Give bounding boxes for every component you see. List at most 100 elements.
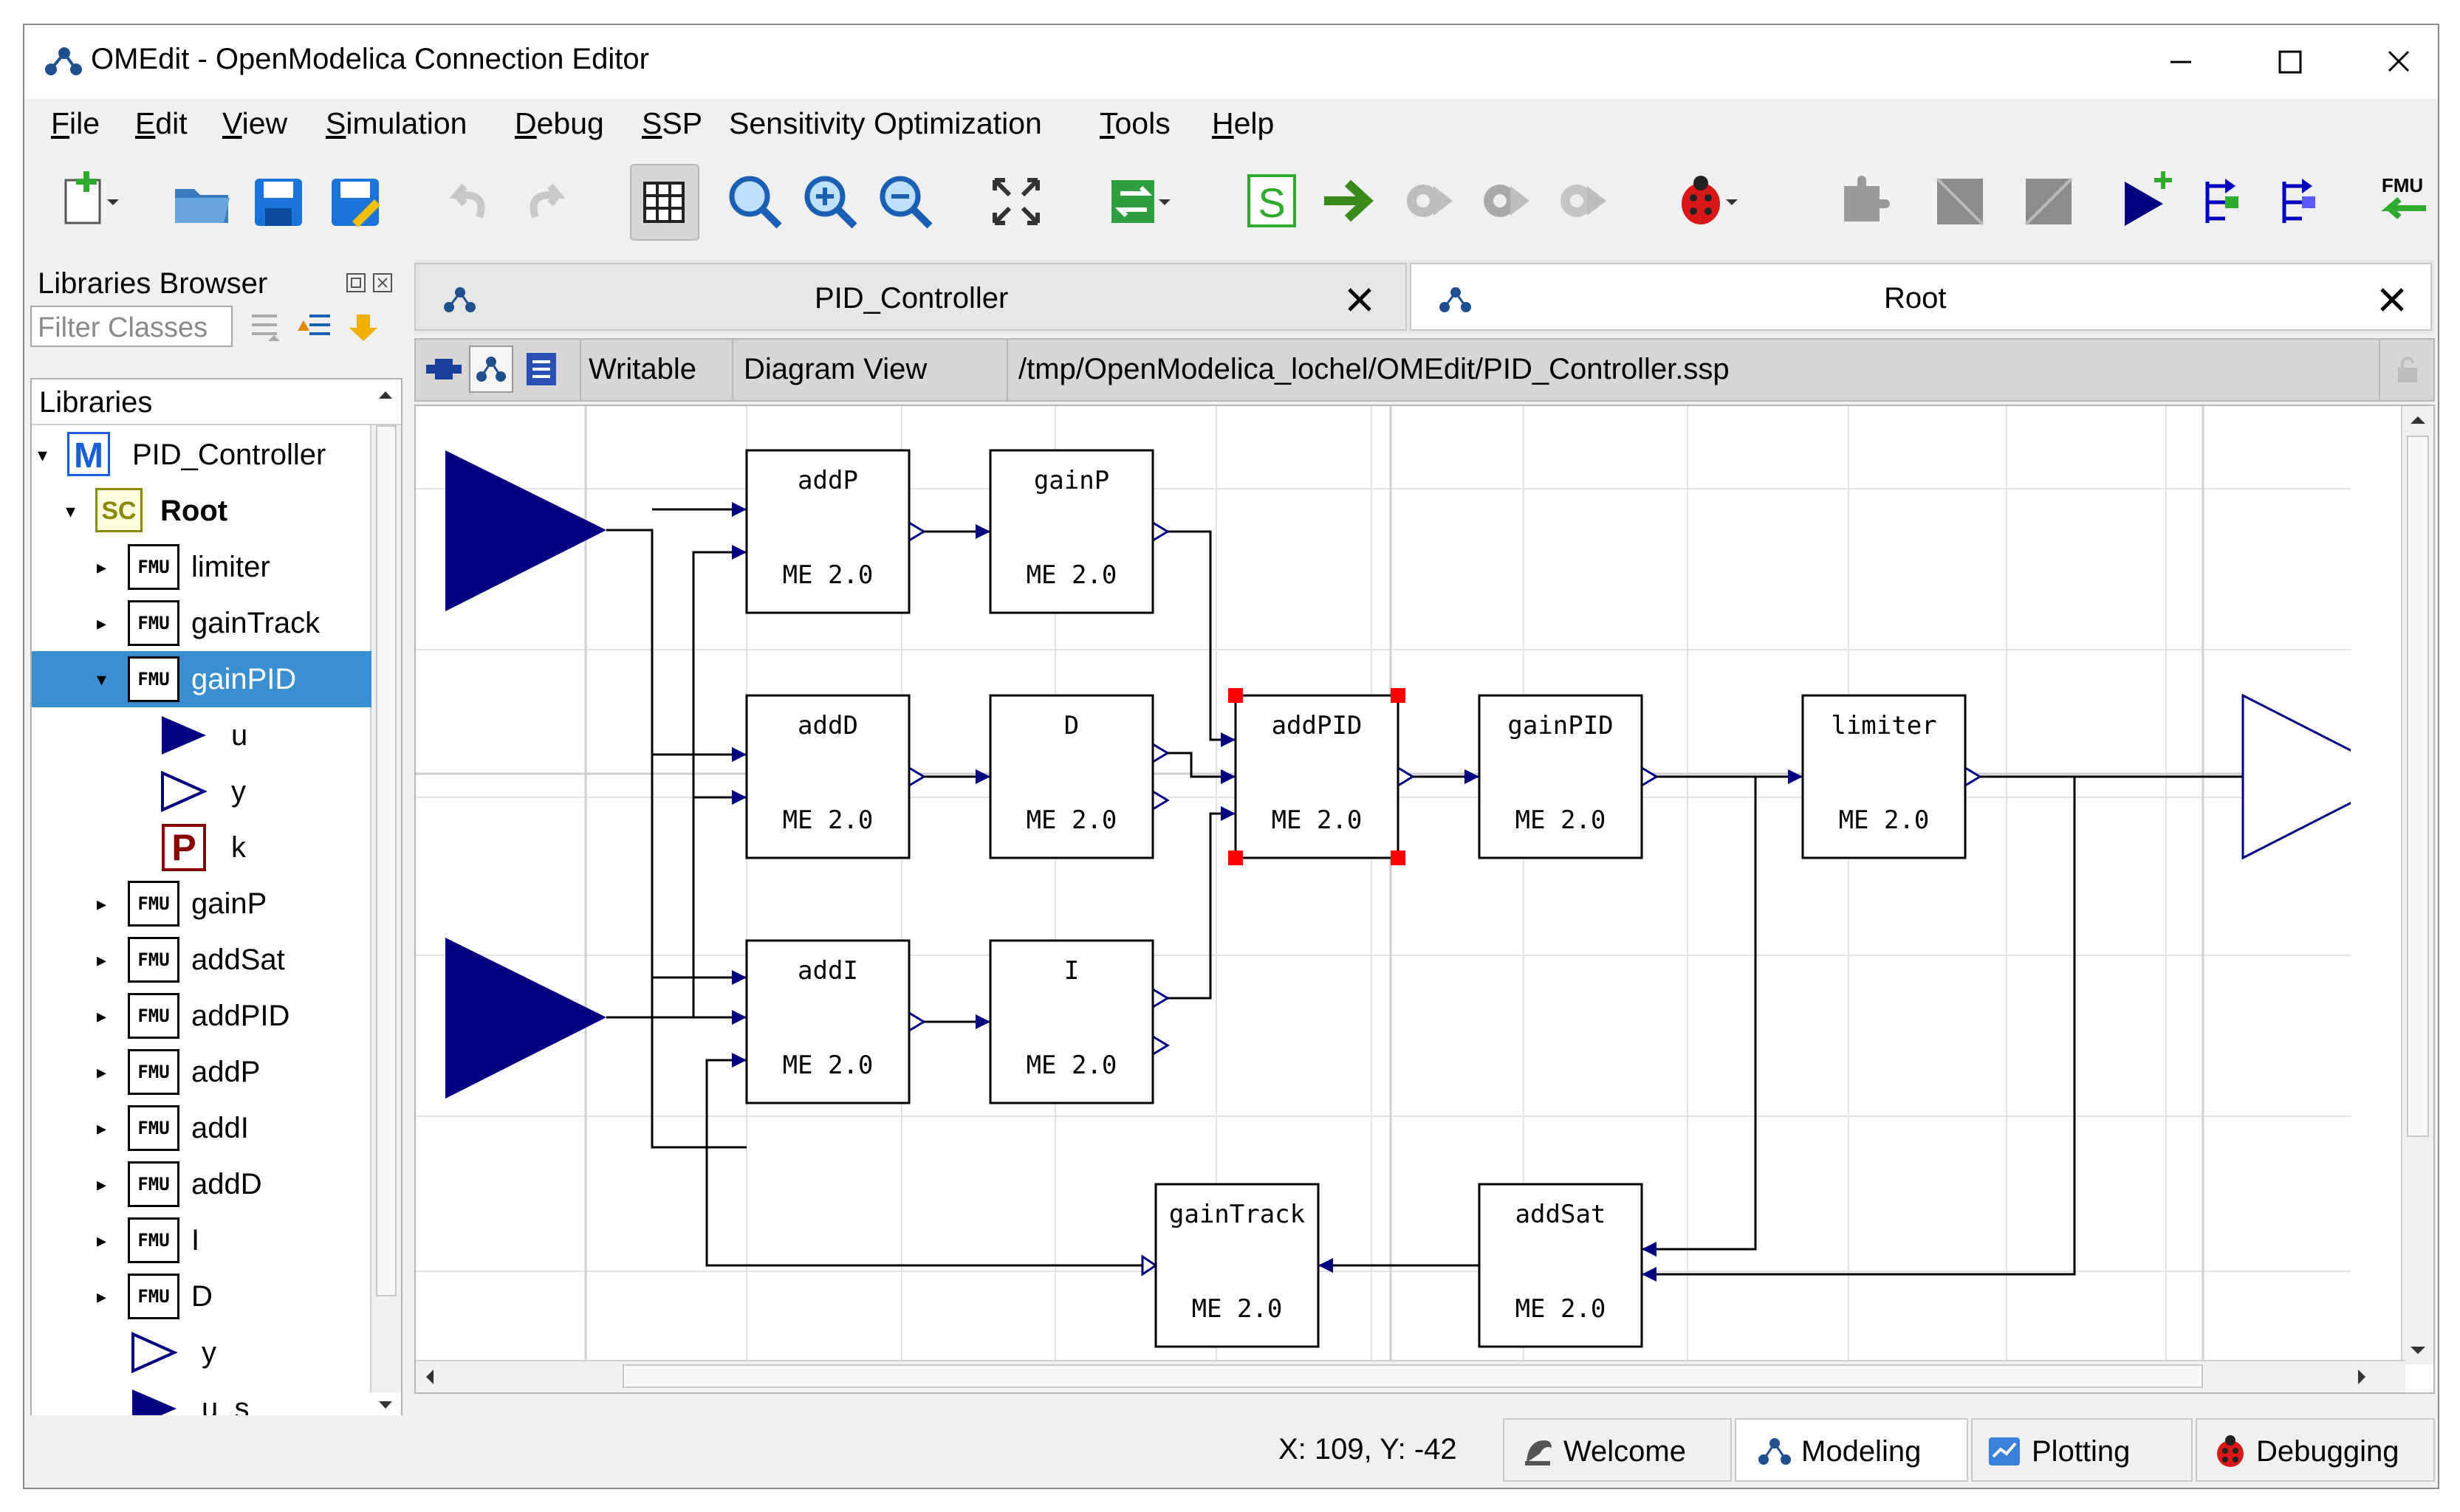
redo-button[interactable] (515, 164, 581, 238)
menu-debug[interactable]: Debug (515, 106, 604, 140)
collapsed-arrow-icon[interactable]: ▸ (97, 1061, 107, 1083)
collapsed-arrow-icon[interactable]: ▸ (97, 1285, 107, 1307)
selection-handle[interactable] (1228, 850, 1243, 865)
save-all-button[interactable] (323, 164, 389, 238)
simulate-with-algorithmic-debugger-button[interactable] (1470, 164, 1537, 238)
menu-help[interactable]: Help (1212, 106, 1275, 140)
tab-root[interactable]: Root (1410, 263, 2432, 331)
canvas-hscroll-thumb[interactable] (623, 1364, 2203, 1388)
menu-view[interactable]: View (222, 106, 288, 140)
tab-pid-controller[interactable]: PID_Controller (414, 263, 1407, 331)
new-file-button[interactable] (54, 164, 120, 238)
collapsed-arrow-icon[interactable]: ▸ (97, 1117, 107, 1139)
simulate-button[interactable] (1317, 164, 1383, 238)
tree-item-input-u[interactable]: u (32, 707, 371, 763)
collapse-all-icon[interactable] (246, 309, 283, 346)
minimize-button[interactable] (2144, 38, 2215, 86)
menu-sensitivity-optimization[interactable]: Sensitivity Optimization (729, 106, 1042, 140)
external-input-u-s[interactable] (445, 450, 606, 611)
open-folder-button[interactable] (169, 164, 236, 238)
close-tab-icon[interactable] (2379, 286, 2405, 313)
fmu-block-i[interactable]: IME 2.0 (989, 939, 1154, 1104)
add-connector-button[interactable] (1829, 164, 1896, 238)
collapsed-arrow-icon[interactable]: ▸ (97, 556, 107, 578)
save-button[interactable] (246, 164, 312, 238)
fit-to-diagram-button[interactable] (983, 164, 1049, 238)
diagram-view-button[interactable] (469, 346, 513, 393)
scroll-down-icon[interactable] (376, 1395, 395, 1415)
add-parameter-button[interactable] (2272, 164, 2339, 238)
expanded-arrow-icon[interactable]: ▾ (97, 668, 107, 690)
zoom-out-button[interactable] (872, 164, 939, 238)
scroll-to-active-icon[interactable] (345, 309, 382, 346)
import-fmu-button[interactable]: FMU (2370, 164, 2436, 238)
modeling-perspective-button[interactable]: Modeling (1735, 1418, 1968, 1482)
menu-tools[interactable]: Tools (1100, 106, 1171, 140)
undo-button[interactable] (436, 164, 503, 238)
component-button-2[interactable] (2015, 164, 2082, 238)
scroll-left-icon[interactable] (422, 1367, 439, 1386)
icon-view-icon[interactable] (426, 353, 462, 385)
zoom-fit-button[interactable] (722, 164, 788, 238)
collapsed-arrow-icon[interactable]: ▸ (97, 949, 107, 971)
tree-scrollbar-thumb[interactable] (376, 425, 397, 1296)
add-input-button[interactable] (2117, 164, 2184, 238)
external-input-u-m[interactable] (445, 938, 606, 1099)
scroll-up-icon[interactable] (376, 385, 395, 405)
component-button-1[interactable] (1927, 164, 1993, 238)
add-output-button[interactable] (2196, 164, 2262, 238)
canvas-horizontal-scrollbar[interactable] (416, 1360, 2405, 1392)
canvas-vscroll-thumb[interactable] (2407, 436, 2429, 1137)
menu-edit[interactable]: Edit (135, 106, 188, 140)
tree-item-output-y[interactable]: y (32, 763, 371, 819)
expanded-arrow-icon[interactable]: ▾ (66, 500, 76, 522)
grid-toggle-button[interactable] (630, 164, 699, 241)
text-view-icon[interactable] (525, 351, 558, 387)
lock-button[interactable] (2379, 340, 2433, 400)
welcome-perspective-button[interactable]: Welcome (1503, 1418, 1732, 1482)
menu-file[interactable]: File (51, 106, 100, 140)
collapsed-arrow-icon[interactable]: ▸ (97, 612, 107, 634)
filter-classes-input[interactable]: Filter Classes (30, 306, 233, 347)
simulate-setup-button[interactable]: S (1240, 164, 1306, 238)
selection-handle[interactable] (1391, 688, 1405, 703)
canvas-vertical-scrollbar[interactable] (2401, 406, 2433, 1364)
selection-handle[interactable] (1228, 688, 1243, 703)
collapsed-arrow-icon[interactable]: ▸ (97, 1173, 107, 1195)
zoom-in-button[interactable] (797, 164, 863, 238)
maximize-button[interactable] (2253, 38, 2324, 86)
tree-scrollbar[interactable] (370, 425, 401, 1392)
close-tab-icon[interactable] (1346, 286, 1373, 313)
plotting-perspective-button[interactable]: Plotting (1971, 1418, 2193, 1482)
collapsed-arrow-icon[interactable]: ▸ (97, 1005, 107, 1027)
selection-handle[interactable] (1391, 850, 1405, 865)
transform-button[interactable] (1104, 164, 1171, 238)
tree-item-output-y-root[interactable]: y (32, 1324, 371, 1381)
simulate-with-animation-button[interactable] (1547, 164, 1614, 238)
close-button[interactable] (2363, 38, 2433, 86)
collapsed-arrow-icon[interactable]: ▸ (97, 893, 107, 915)
menu-ssp[interactable]: SSP (642, 106, 703, 140)
tree-item-pid-controller[interactable]: ▾ M PID_Controller (32, 427, 371, 483)
tree-item-root[interactable]: ▾ SC Root (32, 483, 371, 539)
debugging-perspective-button[interactable]: Debugging (2196, 1418, 2435, 1482)
